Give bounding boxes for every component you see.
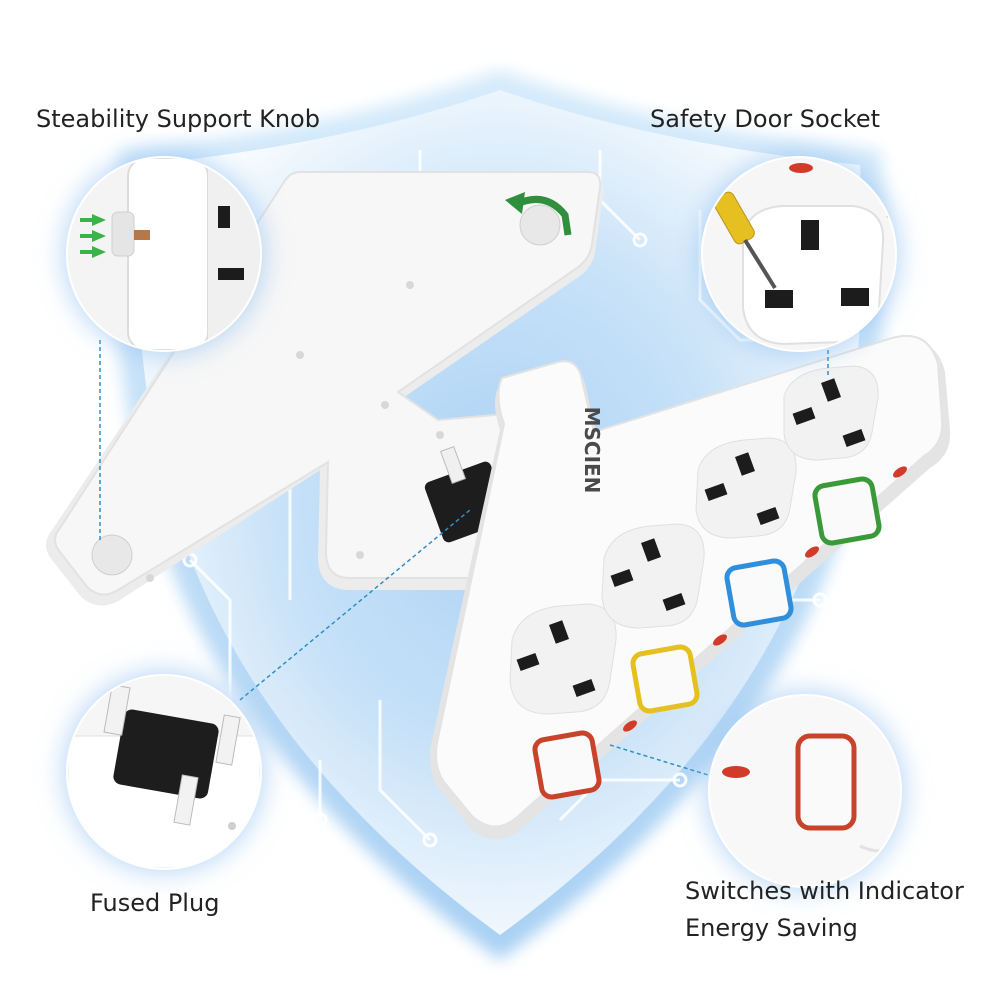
fused-plug-closeup <box>68 676 260 868</box>
leader-lines <box>99 340 829 779</box>
knob-top <box>519 204 561 246</box>
safety-door-label: Safety Door Socket <box>650 105 881 133</box>
adaptor-back <box>46 171 604 606</box>
support-knob-closeup <box>68 158 260 350</box>
safety-door-closeup <box>703 158 895 350</box>
switch-closeup <box>710 696 900 886</box>
extension-front: MSCIEN <box>429 334 951 840</box>
knob-bottom <box>91 534 133 576</box>
fused-plug-label: Fused Plug <box>90 889 220 917</box>
support-knob-label: Steability Support Knob <box>36 105 320 133</box>
socket-1 <box>509 603 617 715</box>
plug-pin-earth <box>439 445 467 485</box>
switch-4[interactable] <box>812 476 882 546</box>
brand-logo: MSCIEN <box>580 407 604 494</box>
switches-label: Switches with Indicator Energy Saving <box>685 876 964 950</box>
switches-label-line2: Energy Saving <box>685 914 858 943</box>
rotate-arrow-head <box>505 192 525 214</box>
socket-2 <box>601 523 705 629</box>
support-arrows-icon <box>80 214 106 258</box>
switch-2[interactable] <box>630 644 700 714</box>
switch-1[interactable] <box>532 730 602 800</box>
switches-label-line1: Switches with Indicator <box>685 877 964 905</box>
switch-3[interactable] <box>724 558 794 628</box>
socket-4 <box>783 365 879 461</box>
socket-3 <box>695 437 797 539</box>
indicator-lights <box>623 466 907 732</box>
